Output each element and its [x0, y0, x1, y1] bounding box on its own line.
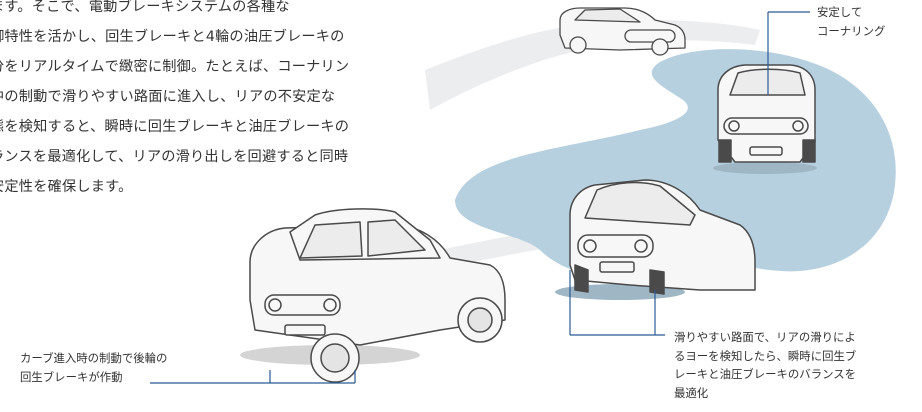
callout-entry-braking: カーブ進入時の制動で後輪の 回生ブレーキが作動 — [20, 351, 168, 384]
car-far — [559, 7, 686, 56]
description-paragraph: ます。そこで、電動ブレーキシステムの各種な 御特性を活かし、回生ブレーキと4輪の… — [0, 0, 350, 195]
car-right — [713, 64, 817, 174]
road-far — [425, 19, 760, 110]
callout-slippery-detect: 滑りやすい路面で、リアの滑りによ るヨーを検知したら、瞬時に回生ブ レーキと油圧… — [674, 330, 857, 400]
car-middle — [555, 179, 756, 300]
car-front-left — [240, 208, 506, 383]
callout-stable-cornering: 安定して コーナリング — [817, 5, 886, 38]
callout-leaders — [150, 11, 810, 384]
